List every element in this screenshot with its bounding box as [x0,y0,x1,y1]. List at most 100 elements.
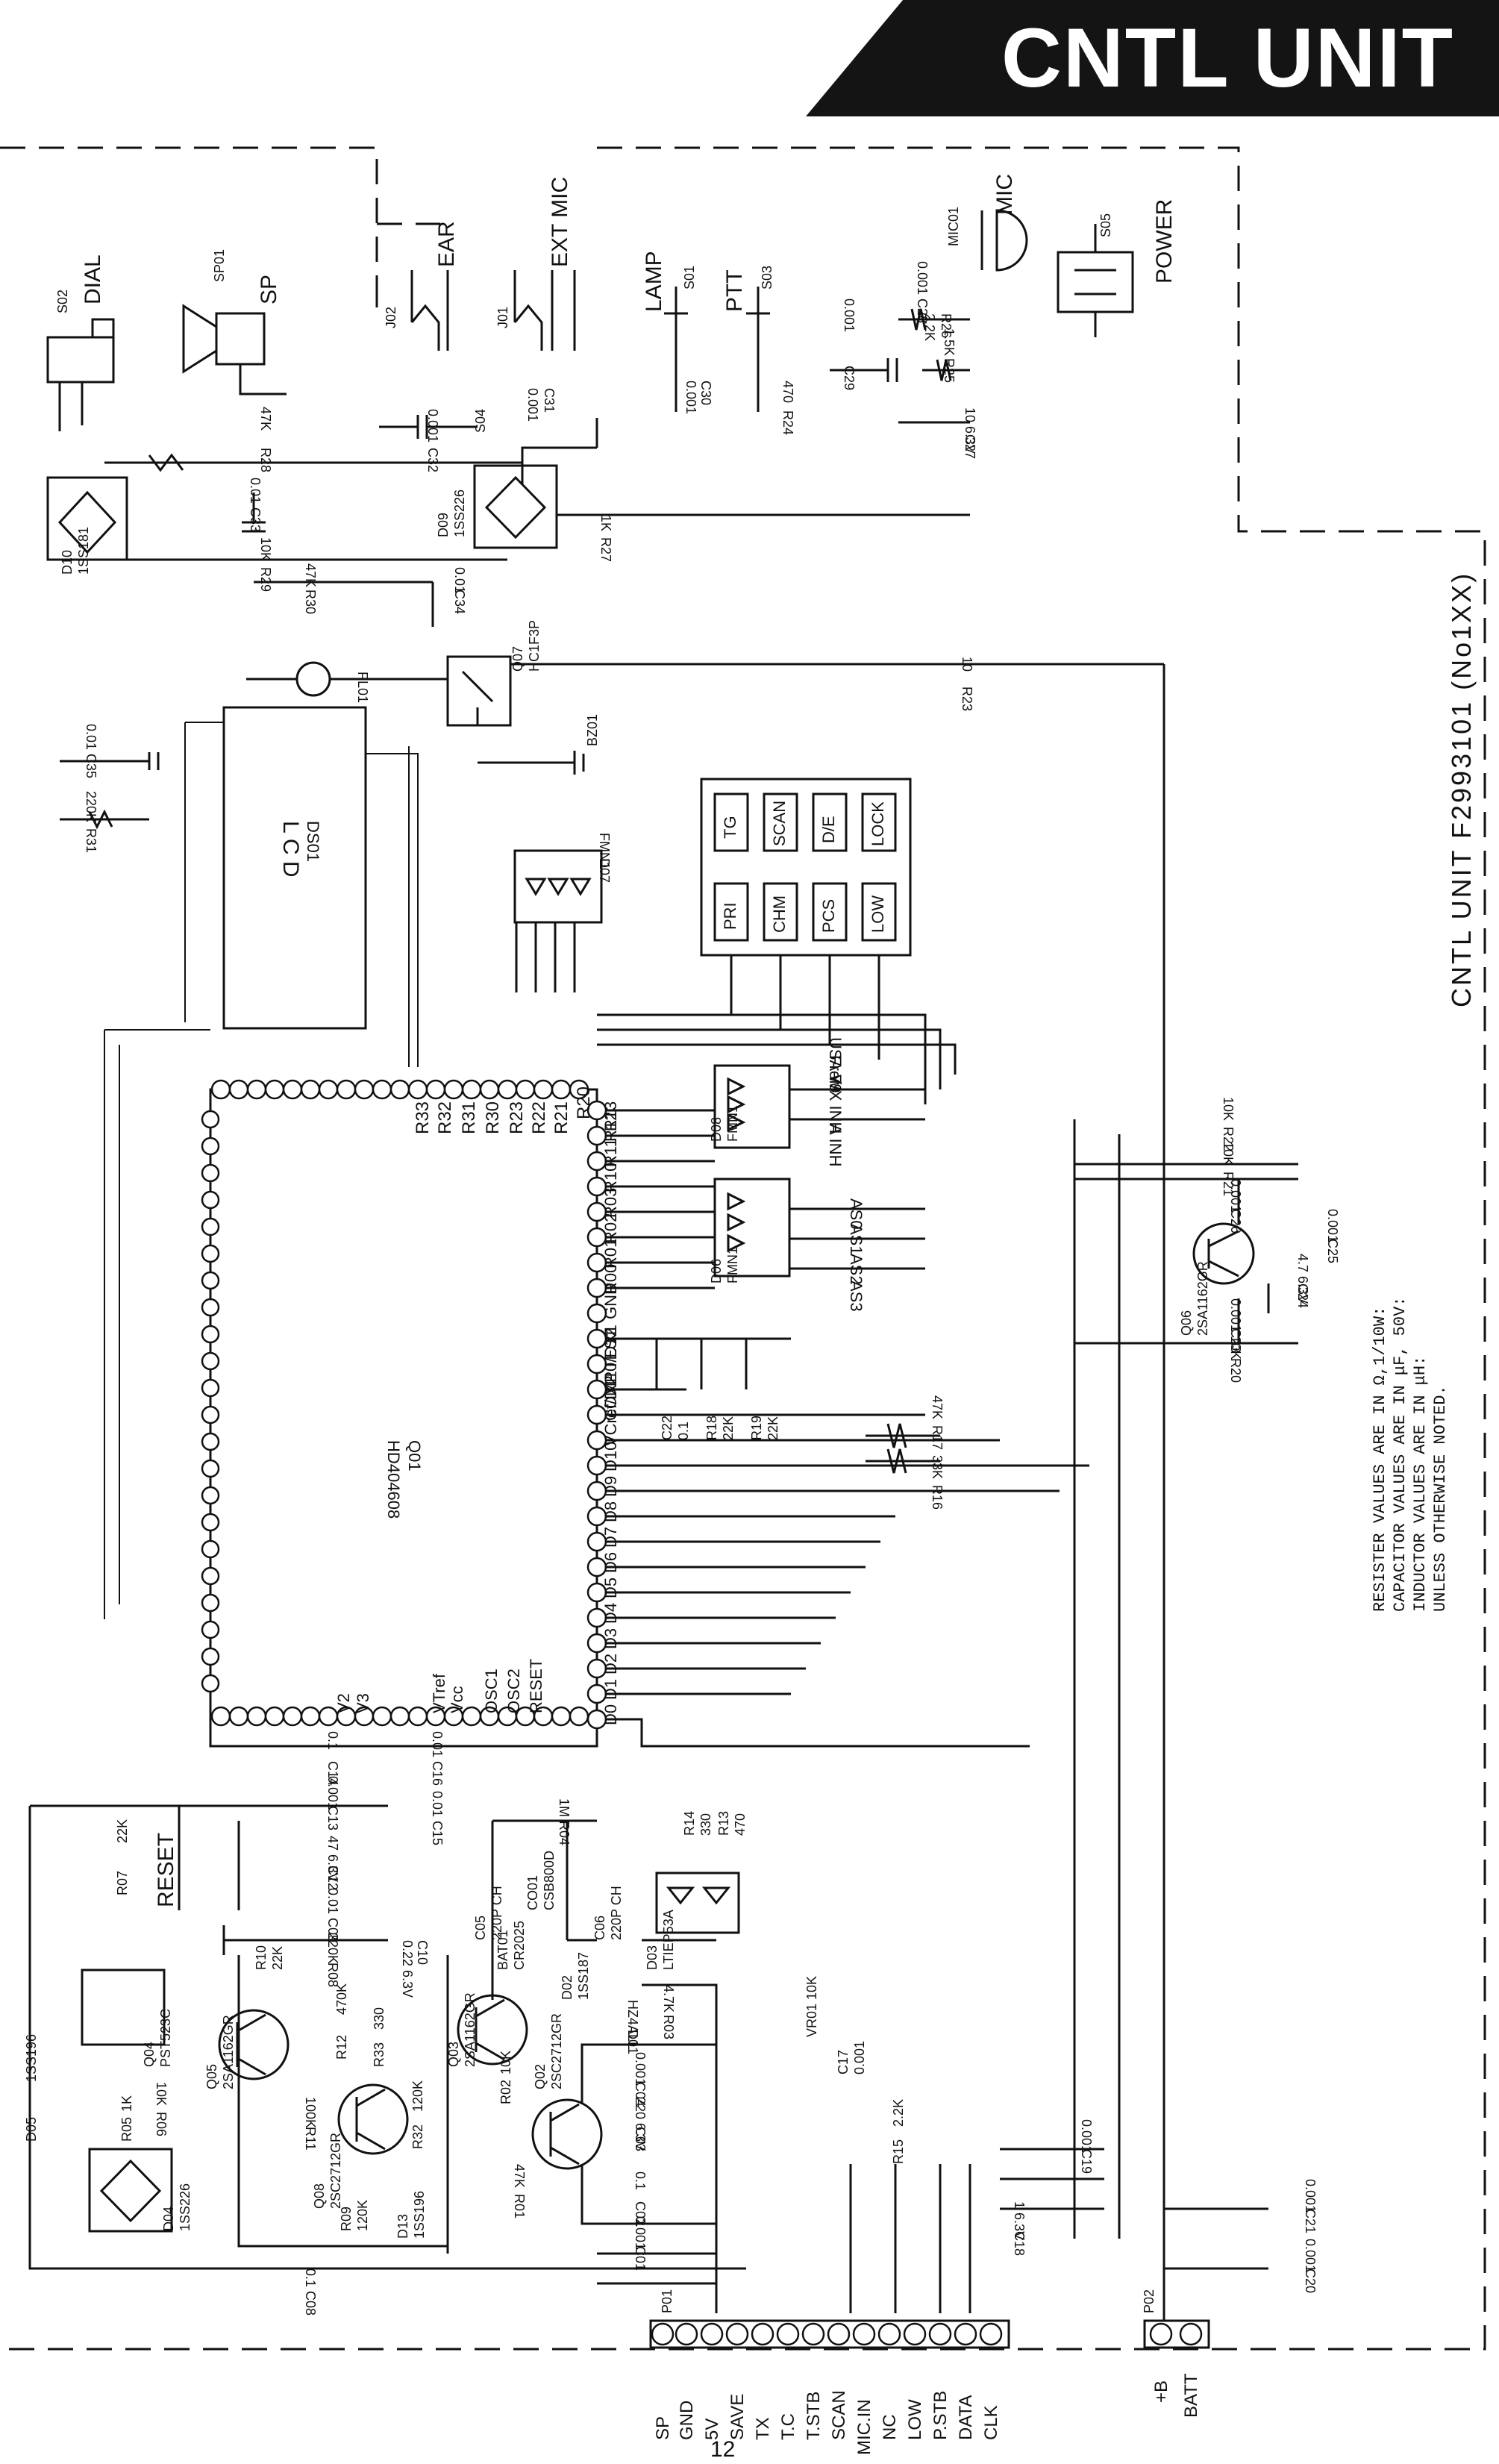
region-label: USA 79 [826,1037,845,1093]
p02-ref: P02 [1142,2289,1157,2313]
bz01-buzzer [478,751,585,775]
comp-value: 0.001 [1303,2179,1318,2213]
comp-value: 2SC2712GR [549,2013,564,2089]
comp-ref: R11 [303,2127,318,2151]
q02-transistor [531,2098,603,2170]
d09-bridge-rectifier [473,464,558,549]
p02-pin-label: +B [1151,2380,1171,2403]
key-label: TG [721,816,739,839]
comp-ref: D02 [560,1975,575,2000]
right-pin: D5 [601,1577,620,1598]
comp-ref: D10 [60,550,75,575]
comp-ref: R03 [661,2015,676,2039]
comp-ref: C02 [633,2201,648,2226]
comp-value: 22K [115,1819,130,1843]
comp-ref: D07 [597,858,612,883]
p01-pin-label: P.STB [930,2391,951,2440]
comp-ref: R06 [154,2112,169,2136]
comp-value: 0.001 [1228,1298,1243,1332]
comp-ref: R32 [410,2124,425,2149]
comp-value: 10K [498,2051,513,2074]
right-pin: R13 [601,1101,620,1131]
mcu-ref: Q01 [405,1440,424,1472]
p01-pin-label: SCAN [829,2390,849,2440]
comp-ref: Q05 [204,2064,219,2089]
right-pin: R03 [601,1188,620,1218]
mcu-bottom-pins [210,1706,589,1727]
s05-power-switch [1057,224,1134,337]
comp-ref: R08 [325,1963,340,1987]
comp-value: 0.001 [425,409,440,443]
comp-ref: BZ01 [585,714,600,746]
comp-ref: D06 [709,1259,724,1283]
comp-value: 0.001 [325,1776,340,1810]
comp-value: 0.1 [303,2268,318,2287]
comp-value: 1K [598,515,613,531]
comp-ref: R15 [891,2139,906,2164]
comp-ref: S04 [473,409,488,433]
region-label: A INH [826,1124,845,1166]
right-pin: GND [601,1283,620,1319]
p01-pin-label: SAVE [727,2394,748,2440]
q01-mcu [209,1088,598,1748]
comp-ref: SP01 [212,249,227,282]
bottom-pin: OSC2 [504,1669,523,1713]
comp-value: 2SA1162GR [221,2015,236,2089]
p01-pin-label: MIC.IN [854,2399,874,2455]
p01-pin-label: DATA [956,2395,976,2440]
comp-value: 0.001 [1325,1209,1340,1242]
comp-ref: J02 [384,307,398,328]
comp-ref: C15 [430,1821,445,1845]
region-label: WX INH [826,1075,845,1133]
p01-pin-label: NC [880,2414,900,2440]
right-pin: D2 [601,1654,620,1675]
key-label: SCAN [770,801,789,846]
comp-value: 10K [154,2082,169,2106]
q04-regulator [81,1969,166,2046]
ear-label: EAR [434,221,459,267]
comp-ref: VR01 [804,2004,819,2037]
d08-diode-array [713,1064,791,1149]
comp-value: 2.2K [922,313,937,341]
comp-ref: R12 [334,2035,349,2060]
comp-ref: R24 [780,410,795,435]
comp-value: 0.001 [915,261,930,295]
p01-labels: P01 SP GND 5V SAVE TX T.C T.STB SCAN MIC… [653,2289,1001,2455]
bottom-pin: V2 [334,1693,353,1713]
comp-ref: C14 [325,1761,340,1786]
comp-ref: R04 [557,1821,572,1845]
q06-transistor [1192,1222,1255,1285]
comp-ref: Q08 [312,2183,327,2209]
left-pin: R20 [574,1086,594,1119]
right-pin: D4 [601,1603,620,1624]
left-pin: R33 [413,1101,433,1134]
mic-label: MIC [992,174,1017,215]
right-pin: D0 [601,1704,620,1725]
comp-ref: D04 [161,2207,176,2231]
mcu-part: HD404608 [384,1440,403,1519]
right-pin: X2 [601,1375,620,1395]
key-label: PRI [721,902,739,930]
comp-value: 10K [1228,1336,1243,1360]
p01-pin-label: SP [653,2416,673,2440]
component-labels: S02 SP01 J02 J01 S04 S01 S03 MIC01 S05 R… [24,207,1340,2316]
comp-ref: S02 [55,290,70,313]
right-pin: TEST [601,1328,620,1370]
p01-ref: P01 [660,2289,675,2313]
d04-bridge-rectifier [88,2148,173,2233]
comp-ref: R21 [1221,1172,1236,1196]
ext-mic-label: EXT MIC [548,177,572,267]
comp-ref: D13 [395,2214,410,2239]
power-label: POWER [1152,199,1177,284]
region-label: Fref [826,1055,845,1085]
key-label: D/E [819,816,838,843]
comp-value: 0.001 [633,2052,648,2086]
right-pin: X1 [601,1325,620,1345]
lcd-ref: DS01 [304,821,322,862]
comp-ref: C33 [248,507,263,532]
unit-label: CNTL UNIT F2993101 (No1XX) [1446,571,1477,1007]
comp-ref: D09 [436,513,451,537]
comp-ref: R25 [942,358,957,383]
comp-ref: MIC01 [946,207,961,246]
region-label: AS1 [847,1224,866,1255]
